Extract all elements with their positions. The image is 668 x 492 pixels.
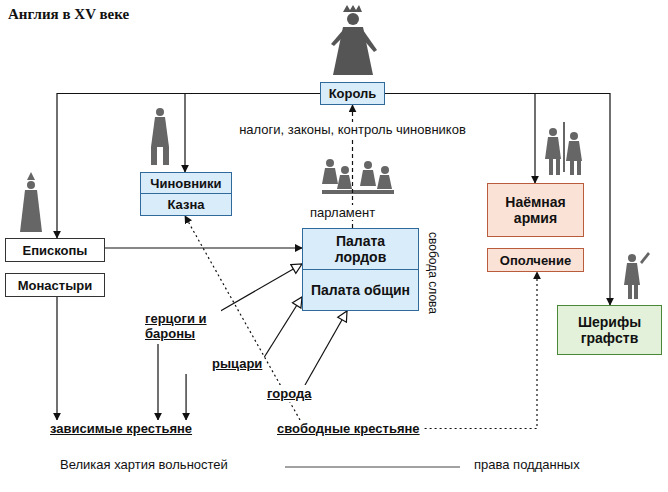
sheriff-figure xyxy=(624,252,650,299)
connector xyxy=(385,94,535,184)
soldiers-figure xyxy=(545,122,582,175)
edge-label: налоги, законы, контроль чиновников xyxy=(237,122,468,137)
free-speech-label: свобода слова xyxy=(426,230,440,316)
node-text: рыцари xyxy=(212,356,262,371)
bishops-box: Епископы xyxy=(5,238,105,262)
estate-label: города xyxy=(265,385,313,402)
king-figure xyxy=(331,5,377,75)
node-text: Ополчение xyxy=(500,253,571,268)
king-box: Король xyxy=(320,82,385,105)
node-text: Епископы xyxy=(23,243,88,258)
diagram-title: Англия в XV веке xyxy=(6,6,131,23)
connector xyxy=(157,344,158,420)
node-text: Король xyxy=(329,86,377,101)
connector xyxy=(425,272,537,429)
rights-label: права подданных xyxy=(472,457,582,472)
bishop-figure xyxy=(20,172,42,232)
node-text: зависимые крестьяне xyxy=(50,421,192,436)
node-text: Палата лордов xyxy=(309,233,412,265)
peasants-label: свободные крестьяне xyxy=(275,420,422,437)
peasants-label: зависимые крестьяне xyxy=(48,420,194,437)
officials-box: Чиновники xyxy=(140,172,232,194)
node-text: герцоги и бароны xyxy=(145,311,219,341)
army-box: Наёмная армия xyxy=(487,183,584,237)
charter-line xyxy=(285,467,460,468)
connector xyxy=(56,297,57,420)
charter-label: Великая хартия вольностей xyxy=(58,457,230,472)
node-text: Шерифы графств xyxy=(564,314,655,346)
estate-label: герцоги и бароны xyxy=(143,310,221,342)
parliament-label: парламент xyxy=(308,205,377,220)
connector xyxy=(217,264,302,313)
estate-label: рыцари xyxy=(210,355,264,372)
connector xyxy=(57,94,320,239)
militia-box: Ополчение xyxy=(487,248,584,272)
monasteries-box: Монастыри xyxy=(5,273,105,297)
connector xyxy=(185,374,186,420)
treasury-box: Казна xyxy=(140,193,232,216)
node-text: города xyxy=(267,386,311,401)
sheriffs-box: Шерифы графств xyxy=(557,305,662,355)
node-text: Казна xyxy=(167,197,204,212)
officials-figure xyxy=(151,108,169,165)
parliament-figures xyxy=(322,159,394,194)
commons-box: Палата общин xyxy=(302,269,419,311)
node-text: Наёмная армия xyxy=(494,194,577,226)
connector xyxy=(305,311,347,385)
node-text: Палата общин xyxy=(311,282,410,298)
node-text: Чиновники xyxy=(150,176,221,191)
node-text: свободные крестьяне xyxy=(277,421,420,436)
node-text: Монастыри xyxy=(18,278,92,293)
lords-box: Палата лордов xyxy=(302,228,419,270)
connector xyxy=(264,297,302,357)
